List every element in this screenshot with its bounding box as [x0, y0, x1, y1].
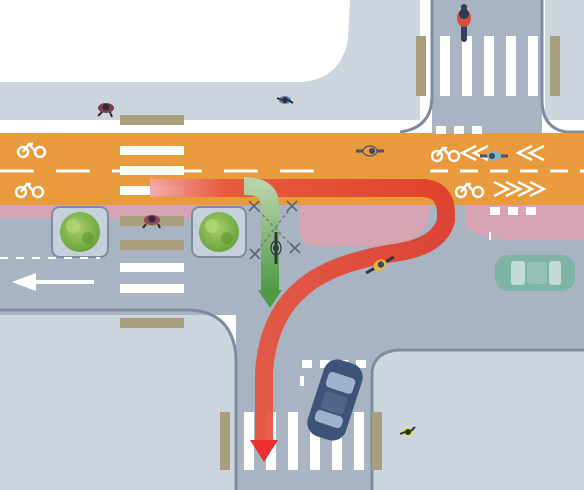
arrow-head-green — [258, 290, 282, 308]
pedestrian-icon — [399, 426, 416, 436]
tree-icon — [60, 212, 100, 252]
island-mid — [300, 205, 430, 246]
car-icon — [495, 255, 575, 291]
cyclist-path-left-turn — [150, 179, 455, 462]
cyclist-icon — [480, 151, 508, 161]
conflict-lines — [253, 205, 295, 255]
tactile-strips-south — [220, 412, 382, 470]
curb-north-west — [399, 0, 434, 134]
car-icon — [307, 359, 363, 441]
islands — [0, 205, 584, 258]
curb-south-east — [370, 348, 584, 490]
double-chevron-icon — [459, 144, 489, 162]
double-chevron-icon — [493, 180, 523, 198]
curb-north-east — [540, 0, 584, 134]
motorcycle-icon — [457, 4, 471, 42]
conflict-markers — [248, 200, 301, 260]
bicycle-symbol-icon — [430, 146, 461, 163]
conflict-cross-icon — [289, 242, 301, 254]
bike-lane-symbols — [14, 142, 547, 199]
bicycle-symbol-icon — [14, 182, 45, 199]
double-chevron-icon — [517, 180, 547, 198]
double-chevron-icon — [515, 144, 545, 162]
tactile-strips-north — [416, 36, 560, 96]
pedestrian-icon — [97, 103, 114, 118]
pedestrian-icon — [276, 96, 294, 104]
bicycle-symbol-icon — [454, 182, 485, 199]
curb-south-west — [0, 308, 238, 490]
direction-arrow-icon — [12, 273, 94, 291]
pedestrian-icon — [142, 215, 161, 229]
sidewalk-north-west — [0, 0, 420, 120]
sidewalk-south-east — [372, 350, 584, 490]
crosswalk-north — [440, 36, 538, 96]
bicycle-symbol-icon — [16, 142, 47, 159]
road-east-curve — [372, 300, 584, 372]
island-right — [465, 205, 584, 240]
arrow-head-red — [250, 440, 278, 462]
cyclist-icon — [356, 145, 384, 157]
cyclist-icon — [365, 255, 395, 275]
cyclist-icon — [270, 232, 282, 264]
cyclist-path-straight — [243, 177, 282, 308]
tree-icon — [199, 212, 239, 252]
sidewalk-south-west — [0, 310, 236, 490]
